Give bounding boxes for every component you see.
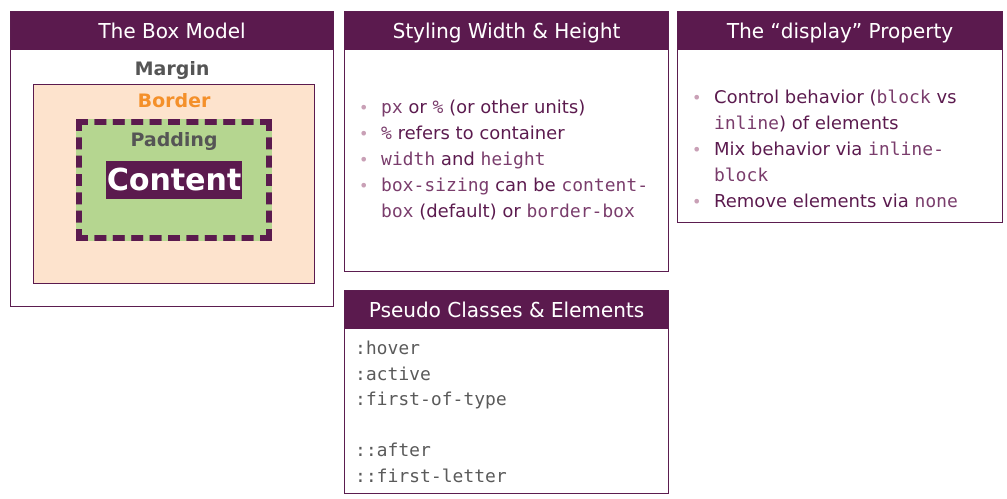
- bullet-item: • Remove elements via none: [692, 189, 984, 215]
- pseudo-item: ::after: [355, 440, 431, 461]
- pseudo-item: ::first-letter: [355, 465, 507, 487]
- display-property-card: The “display” Property • Control behavior…: [677, 11, 1003, 223]
- bullet-text: vs: [930, 87, 957, 108]
- pseudo-item: [355, 413, 668, 439]
- bullet-text: and: [435, 149, 481, 170]
- pseudo-item: :active: [355, 363, 431, 385]
- width-height-card: Styling Width & Height • px or % (or othe…: [344, 11, 669, 272]
- bullet-text: Mix behavior via: [714, 139, 869, 160]
- code-text: block: [876, 87, 931, 108]
- pseudo-list: :hover:active:first-of-type ::after::fir…: [345, 329, 668, 489]
- bullet-text: (default) or: [413, 201, 527, 222]
- bullet-dot-icon: •: [359, 98, 369, 117]
- width-height-title: Styling Width & Height: [345, 12, 668, 50]
- border-area: Border Padding Content: [33, 84, 315, 284]
- code-text: %: [432, 97, 444, 118]
- box-model-title: The Box Model: [11, 12, 333, 50]
- code-text: px: [381, 97, 403, 118]
- bullet-dot-icon: •: [692, 88, 702, 107]
- bullet-item: • Mix behavior via inline-block: [692, 137, 984, 189]
- pseudo-item: :first-of-type: [355, 389, 507, 410]
- code-text: height: [480, 149, 546, 170]
- bullet-text: refers to container: [391, 123, 565, 144]
- bullet-text: Control behavior (: [714, 87, 877, 108]
- content-box: Content: [106, 161, 242, 199]
- bullet-dot-icon: •: [359, 176, 369, 195]
- bullet-text: or: [402, 97, 433, 118]
- bullet-item: • width and height: [359, 147, 650, 173]
- pseudo-item: :hover: [355, 338, 421, 359]
- code-text: width: [381, 149, 436, 170]
- code-text: content-box: [381, 175, 649, 222]
- bullet-dot-icon: •: [692, 192, 702, 211]
- code-text: inline-block: [714, 139, 944, 186]
- bullet-dot-icon: •: [359, 150, 369, 169]
- code-text: border-box: [526, 201, 635, 222]
- bullet-item: •% refers to container: [359, 121, 650, 147]
- code-text: none: [914, 191, 958, 212]
- bullet-item: • box-sizing can be content-box (default)…: [359, 173, 650, 225]
- code-text: inline: [714, 113, 780, 134]
- bullet-text: (or other units): [443, 97, 586, 118]
- display-property-list: • Control behavior (block vs inline) of e…: [678, 85, 1002, 215]
- bullet-text: Remove elements via: [714, 191, 915, 212]
- margin-label: Margin: [134, 58, 210, 80]
- bullet-item: • px or % (or other units): [359, 95, 650, 121]
- pseudo-title: Pseudo Classes & Elements: [345, 291, 668, 329]
- bullet-text: ) of elements: [779, 113, 899, 134]
- display-property-title: The “display” Property: [678, 12, 1002, 50]
- box-model-card: The Box Model Margin Border Padding Cont…: [10, 11, 334, 307]
- bullet-text: can be: [489, 175, 562, 196]
- padding-area: Padding Content: [76, 119, 272, 241]
- width-height-list: • px or % (or other units) •% refers to co…: [345, 95, 668, 225]
- border-label: Border: [137, 90, 211, 112]
- padding-label: Padding: [130, 129, 218, 151]
- bullet-dot-icon: •: [692, 140, 702, 159]
- pseudo-card: Pseudo Classes & Elements :hover:active:…: [344, 290, 669, 494]
- bullet-dot-icon: •: [359, 124, 369, 143]
- code-text: %: [381, 123, 392, 144]
- code-text: box-sizing: [381, 175, 490, 196]
- bullet-item: • Control behavior (block vs inline) of e…: [692, 85, 984, 137]
